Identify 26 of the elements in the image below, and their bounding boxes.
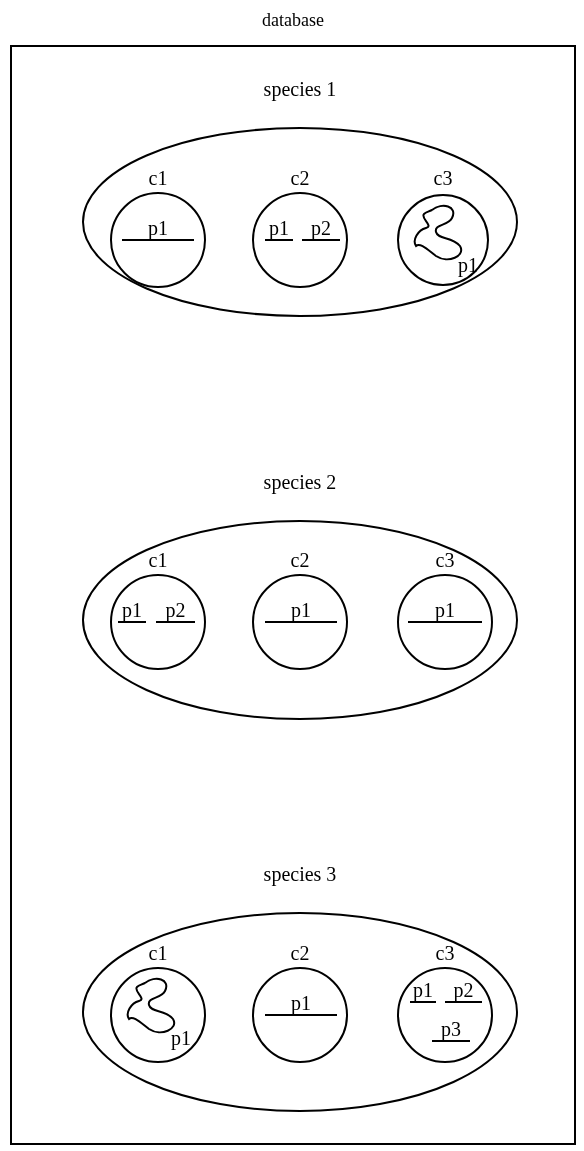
cell-title: c1 bbox=[148, 166, 168, 190]
segment-label: p2 bbox=[156, 599, 195, 623]
species-title: species 3 bbox=[263, 862, 337, 886]
segment-label: p1 bbox=[265, 992, 337, 1016]
segment-label: p2 bbox=[445, 979, 482, 1003]
database-title: database bbox=[262, 9, 324, 31]
segment-label: p3 bbox=[432, 1018, 470, 1042]
segment-label: p1 bbox=[458, 254, 478, 276]
cell-title: c2 bbox=[290, 548, 310, 572]
cell-title: c3 bbox=[435, 548, 455, 572]
species-title: species 2 bbox=[263, 470, 337, 494]
segment-label: p1 bbox=[265, 599, 337, 623]
segment-label: p1 bbox=[410, 979, 436, 1003]
segment-label: p2 bbox=[302, 217, 340, 241]
segment-label: p1 bbox=[408, 599, 482, 623]
cell-title: c1 bbox=[148, 548, 168, 572]
cell-title: c2 bbox=[290, 941, 310, 965]
cell-title: c2 bbox=[290, 166, 310, 190]
segment-label: p1 bbox=[265, 217, 293, 241]
cell-title: c3 bbox=[435, 941, 455, 965]
species-title: species 1 bbox=[263, 77, 337, 101]
cell-title: c3 bbox=[433, 166, 453, 190]
cell-title: c1 bbox=[148, 941, 168, 965]
segment-label: p1 bbox=[122, 217, 194, 241]
segment-label: p1 bbox=[118, 599, 146, 623]
segment-label: p1 bbox=[171, 1027, 191, 1049]
